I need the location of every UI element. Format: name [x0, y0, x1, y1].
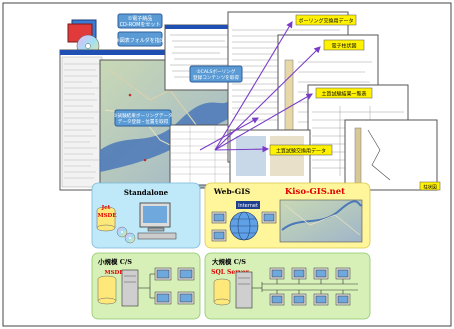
- webgis-pcs: [211, 211, 277, 242]
- label-soil-test-list: 土質試験結果一覧表: [315, 87, 373, 99]
- webgis-title: Web-GIS: [213, 187, 250, 196]
- standalone-pc-icon: [137, 202, 177, 240]
- callout-folder-select-text: ③図表フォルダを指定: [115, 37, 164, 44]
- standalone-db-icon: [96, 206, 116, 232]
- large-cs-panel: 大規模 C/S SQL Server: [204, 252, 371, 320]
- webgis-site-name: Kiso-GIS.net: [285, 187, 345, 197]
- callout-soil-test-data-text: ③試験結果ボーリングデータデータ登録・位置を取得: [113, 112, 172, 125]
- internet-label: Internet: [236, 201, 260, 209]
- standalone-db-jet: Jet: [101, 205, 111, 211]
- label-electronic-columnar: 電子柱状図: [323, 39, 365, 51]
- internet-label-text: Internet: [238, 203, 258, 209]
- label-boring-exchange: ボーリング交換用データ: [295, 14, 357, 26]
- label-soil-test-exchange: 土質試験交換用データ: [269, 144, 333, 156]
- label-columnar-small: 柱状図: [419, 181, 441, 191]
- label-electronic-columnar-text: 電子柱状図: [331, 43, 356, 50]
- callout-cd-set-pre-text: ①電子納品: [128, 15, 152, 22]
- standalone-cd-icons: [116, 226, 136, 244]
- label-soil-test-list-text: 土質試験結果一覧表: [321, 91, 366, 98]
- standalone-db-msde: MSDE: [97, 213, 116, 219]
- small-cs-title: 小規模 C/S: [97, 257, 132, 266]
- callout-folder-select: ③図表フォルダを指定: [115, 31, 165, 47]
- small-cs-client-pcs: [154, 267, 195, 305]
- large-cs-client-pcs: [269, 267, 351, 306]
- small-cs-db-icon: [97, 275, 117, 305]
- callout-cd-set-text: CD-ROMをセット: [120, 21, 161, 28]
- large-cs-db-sqlserver: SQL Server: [211, 269, 249, 276]
- large-cs-title: 大規模 C/S: [212, 257, 246, 266]
- callout-borehole-register: ②CALSボーリング登録コンテンツを取得: [189, 65, 243, 83]
- label-soil-test-exchange-text: 土質試験交換用データ: [276, 148, 326, 155]
- large-cs-server-icon: [235, 271, 253, 309]
- columnar-right-doc: [344, 119, 438, 191]
- callout-soil-test-data: ③試験結果ボーリングデータデータ登録・位置を取得: [113, 109, 173, 127]
- soil-test-exchange-doc: [229, 129, 311, 186]
- label-boring-exchange-text: ボーリング交換用データ: [298, 18, 353, 25]
- webgis-map-screenshot: [279, 199, 363, 243]
- large-cs-db-icon: [213, 278, 231, 306]
- small-cs-server-icon: [121, 269, 139, 307]
- callout-borehole-register-text: ②CALSボーリング登録コンテンツを取得: [193, 68, 239, 81]
- small-cs-db-msde: MSDE: [104, 270, 123, 276]
- internet-globe-icon: [229, 211, 259, 241]
- standalone-title: Standalone: [124, 188, 169, 197]
- flow-arrows: [199, 21, 321, 153]
- webgis-panel: Web-GIS Kiso-GIS.net Internet: [204, 182, 371, 249]
- standalone-panel: Standalone Jet MSDE: [91, 182, 201, 249]
- small-cs-panel: 小規模 C/S MSDE: [91, 252, 201, 320]
- callout-cd-set: ①電子納品 CD-ROMをセット: [117, 13, 163, 29]
- large-cs-network-lines: [252, 279, 358, 294]
- label-columnar-small-text: 柱状図: [423, 184, 437, 191]
- small-cs-network-lines: [138, 273, 155, 299]
